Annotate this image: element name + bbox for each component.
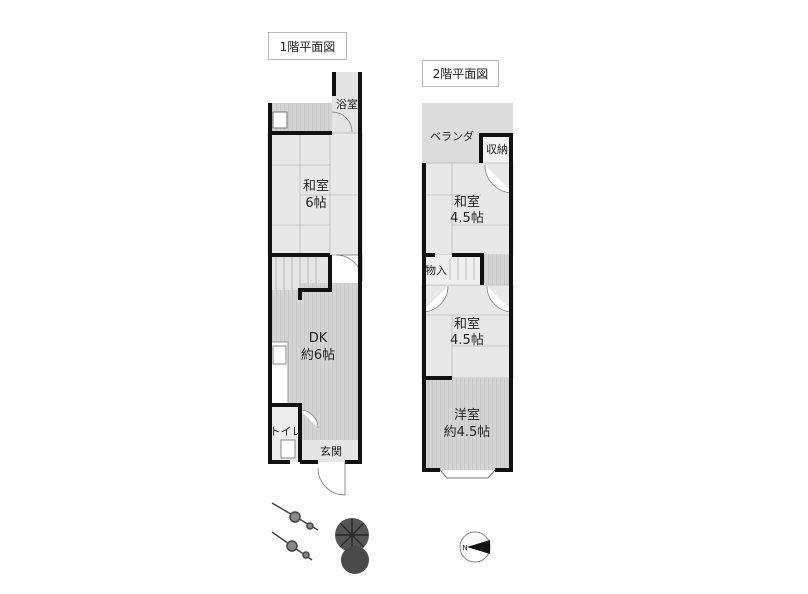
bath-room: [332, 72, 362, 133]
label-washitsu-b: 和室: [454, 316, 480, 332]
label-closet: 物入: [425, 263, 447, 277]
label-yoshitsu: 洋室: [454, 407, 480, 423]
compass-icon: N: [459, 531, 491, 563]
floor2-plan: [421, 103, 514, 479]
floor1-plan: [267, 72, 363, 496]
sink-icon: [272, 111, 288, 129]
plant-icon: [335, 518, 369, 574]
label-entrance: 玄関: [320, 444, 342, 458]
label-washitsu-a-size: 4.5帖: [450, 211, 484, 226]
label-dk: DK: [309, 331, 328, 346]
label-washitsu-6: 和室: [303, 178, 329, 194]
bay-window: [439, 469, 496, 479]
entrance: [300, 440, 362, 462]
storage: [481, 133, 513, 163]
yoshitsu: [422, 378, 513, 470]
label-bath: 浴室: [336, 97, 358, 111]
closet: [422, 255, 482, 285]
label-dk-size: 約6帖: [301, 348, 335, 363]
compass-label: N: [462, 544, 467, 552]
label-veranda: ベランダ: [430, 129, 474, 143]
label-washitsu-6-size: 6帖: [305, 196, 326, 211]
floor1-title: 1階平面図: [268, 32, 347, 60]
label-toilet: トイレ: [270, 425, 303, 438]
stairs-2f: [482, 255, 513, 285]
bicycle-icon: [271, 502, 319, 561]
walls-1f: [268, 72, 362, 464]
washitsu-6: [267, 132, 363, 256]
label-washitsu-a: 和室: [454, 194, 480, 210]
label-storage: 収納: [486, 143, 508, 156]
entry-door: [317, 462, 346, 496]
label-yoshitsu-size: 約4.5帖: [444, 425, 491, 440]
walls-2f: [422, 133, 513, 472]
label-washitsu-b-size: 4.5帖: [450, 333, 484, 348]
floor2-title: 2階平面図: [422, 60, 499, 87]
